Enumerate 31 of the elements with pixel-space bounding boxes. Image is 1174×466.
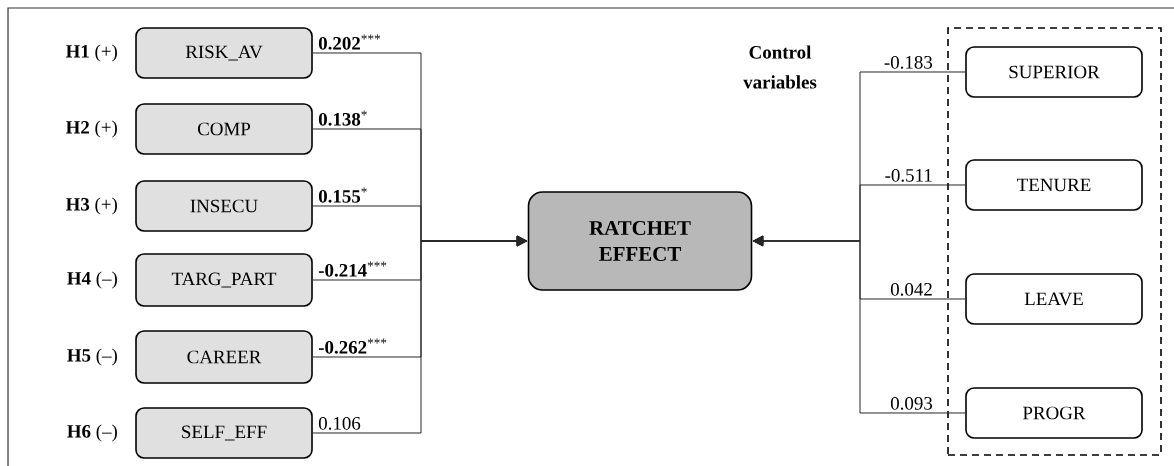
- connector-arrow: [312, 235, 528, 434]
- coefficient-label: 0.202$^{***}$: [317, 33, 383, 51]
- variable-box: TARG_PART: [135, 253, 313, 307]
- variable-box: COMP: [135, 103, 313, 155]
- group-heading: Control variables: [743, 45, 817, 89]
- coefficient-label: -0.511: [883, 167, 934, 183]
- coefficient-label: 0.155$^{*}$: [317, 186, 369, 204]
- connector-arrow: [752, 235, 966, 414]
- outcome-box: RATCHET EFFECT: [527, 191, 753, 291]
- hypothesis-label: H2 (+): [65, 120, 117, 138]
- variable-box: CAREER: [135, 330, 313, 384]
- hypothesis-label: H1 (+): [65, 44, 117, 62]
- variable-box: SUPERIOR: [965, 46, 1143, 98]
- coefficient-label: 0.093: [889, 395, 934, 411]
- hypothesis-label: H4 (–): [67, 271, 117, 289]
- hypothesis-label: H5 (–): [67, 348, 117, 366]
- variable-box: TENURE: [965, 159, 1143, 211]
- coefficient-label: 0.106: [317, 415, 362, 431]
- coefficient-label: 0.042: [889, 281, 934, 297]
- variable-box: RISK_AV: [135, 27, 313, 79]
- variable-box: SELF_EFF: [135, 407, 313, 459]
- coefficient-label: -0.214$^{***}$: [317, 260, 389, 278]
- variable-box: INSECU: [135, 180, 313, 232]
- coefficient-label: 0.138$^{*}$: [317, 109, 369, 127]
- variable-box: PROGR: [965, 387, 1143, 439]
- hypothesis-label: H3 (+): [65, 197, 117, 215]
- dashed-group-box: [947, 27, 1162, 456]
- coefficient-label: -0.183: [882, 54, 934, 70]
- coefficient-label: -0.262$^{***}$: [317, 337, 389, 355]
- hypothesis-label: H6 (–): [67, 424, 117, 442]
- variable-box: LEAVE: [965, 273, 1143, 325]
